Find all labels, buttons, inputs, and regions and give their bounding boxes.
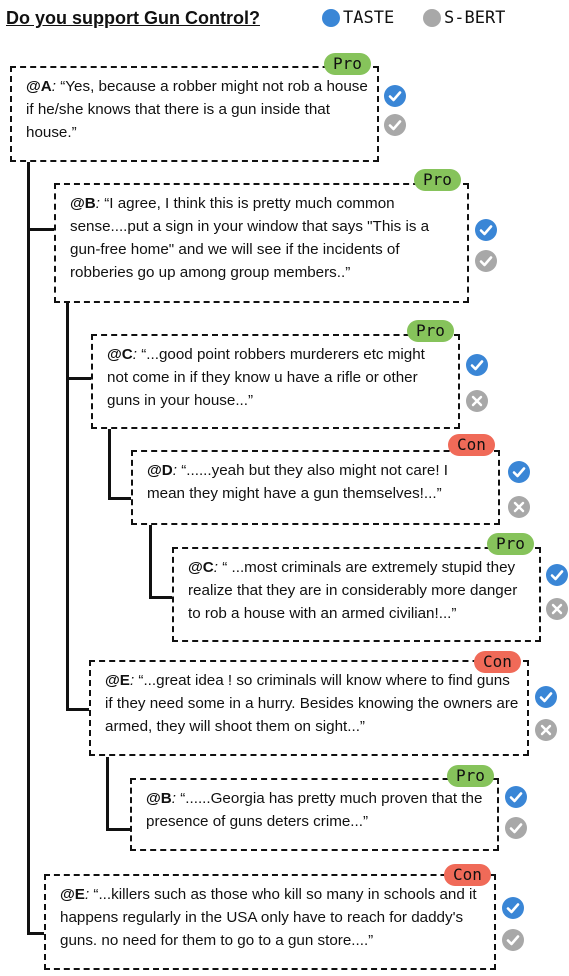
post-text: “Yes, because a robber might not rob a h… bbox=[26, 78, 368, 141]
post-author: @C bbox=[188, 559, 214, 576]
post-text: “ ...most criminals are extremely stupid… bbox=[188, 559, 518, 622]
post-card: @C: “...good point robbers murderers etc… bbox=[91, 334, 460, 429]
stance-badge: Pro bbox=[487, 533, 534, 555]
thread-branch bbox=[66, 377, 91, 380]
taste-check-icon bbox=[535, 686, 557, 708]
post-separator: : bbox=[171, 790, 181, 807]
post-separator: : bbox=[132, 346, 142, 363]
stance-badge: Pro bbox=[324, 53, 371, 75]
sbert-dot-icon bbox=[423, 9, 441, 27]
post-card: @E: “...killers such as those who kill s… bbox=[44, 874, 496, 970]
stance-badge: Pro bbox=[407, 320, 454, 342]
post-text: “...great idea ! so criminals will know … bbox=[105, 672, 519, 735]
post-card: @D: “......yeah but they also might not … bbox=[131, 450, 500, 525]
sbert-check-icon bbox=[384, 114, 406, 136]
post-text: “I agree, I think this is pretty much co… bbox=[70, 195, 430, 281]
thread-line bbox=[106, 757, 109, 831]
post-author: @E bbox=[105, 672, 130, 689]
thread-line bbox=[66, 303, 69, 711]
taste-check-icon bbox=[502, 897, 524, 919]
thread-branch bbox=[66, 708, 89, 711]
sbert-cross-icon bbox=[546, 598, 568, 620]
post-card: @B: “I agree, I think this is pretty muc… bbox=[54, 183, 469, 303]
post-author: @B bbox=[146, 790, 172, 807]
taste-check-icon bbox=[546, 564, 568, 586]
thread-line bbox=[149, 525, 152, 599]
post-author: @E bbox=[60, 886, 85, 903]
post-separator: : bbox=[213, 559, 223, 576]
post-separator: : bbox=[84, 886, 94, 903]
sbert-check-icon bbox=[502, 929, 524, 951]
post-card: @C: “ ...most criminals are extremely st… bbox=[172, 547, 541, 642]
taste-check-icon bbox=[466, 354, 488, 376]
post-author: @D bbox=[147, 462, 173, 479]
post-card: @A: “Yes, because a robber might not rob… bbox=[10, 66, 379, 162]
thread-branch bbox=[27, 228, 54, 231]
post-separator: : bbox=[51, 78, 61, 95]
question-title: Do you support Gun Control? bbox=[6, 8, 260, 28]
sbert-cross-icon bbox=[466, 390, 488, 412]
taste-dot-icon bbox=[322, 9, 340, 27]
taste-check-icon bbox=[384, 85, 406, 107]
post-separator: : bbox=[95, 195, 105, 212]
legend-taste-label: TASTE bbox=[343, 8, 395, 28]
thread-branch bbox=[149, 596, 172, 599]
taste-check-icon bbox=[508, 461, 530, 483]
taste-check-icon bbox=[505, 786, 527, 808]
post-separator: : bbox=[172, 462, 182, 479]
sbert-check-icon bbox=[475, 250, 497, 272]
legend-sbert: S-BERT bbox=[423, 8, 505, 28]
thread-branch bbox=[27, 932, 44, 935]
stance-badge: Pro bbox=[447, 765, 494, 787]
post-text: “......yeah but they also might not care… bbox=[147, 462, 448, 502]
stance-badge: Con bbox=[448, 434, 495, 456]
post-author: @C bbox=[107, 346, 133, 363]
sbert-cross-icon bbox=[535, 719, 557, 741]
sbert-check-icon bbox=[505, 817, 527, 839]
post-author: @B bbox=[70, 195, 96, 212]
post-text: “...killers such as those who kill so ma… bbox=[60, 886, 477, 949]
taste-check-icon bbox=[475, 219, 497, 241]
stance-badge: Con bbox=[444, 864, 491, 886]
thread-line bbox=[27, 162, 30, 935]
thread-branch bbox=[108, 497, 131, 500]
thread-branch bbox=[106, 828, 130, 831]
post-text: “...good point robbers murderers etc mig… bbox=[107, 346, 425, 409]
sbert-cross-icon bbox=[508, 496, 530, 518]
stance-badge: Pro bbox=[414, 169, 461, 191]
legend-taste: TASTE bbox=[322, 8, 394, 28]
post-author: @A bbox=[26, 78, 52, 95]
post-separator: : bbox=[129, 672, 139, 689]
stance-badge: Con bbox=[474, 651, 521, 673]
thread-line bbox=[108, 428, 111, 500]
post-card: @B: “......Georgia has pretty much prove… bbox=[130, 778, 499, 851]
post-card: @E: “...great idea ! so criminals will k… bbox=[89, 660, 529, 756]
legend-sbert-label: S-BERT bbox=[444, 8, 506, 28]
post-text: “......Georgia has pretty much proven th… bbox=[146, 790, 483, 830]
